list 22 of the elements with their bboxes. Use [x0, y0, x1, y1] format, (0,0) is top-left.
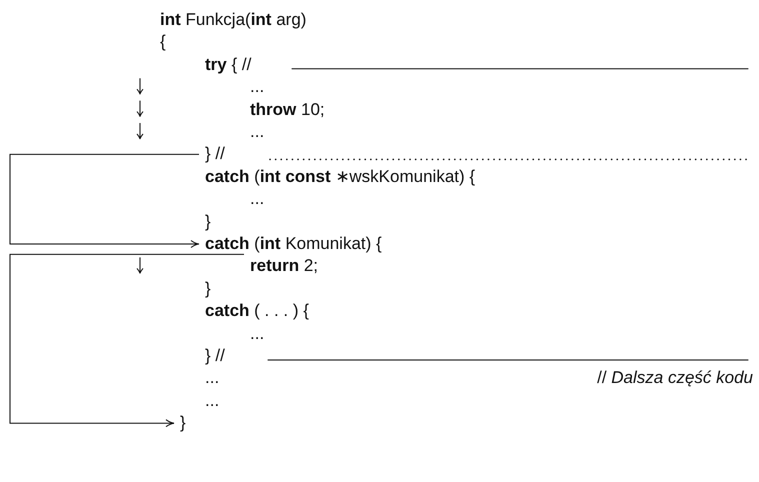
code-line: } //: [205, 345, 225, 367]
code-line: {: [160, 31, 166, 54]
code-line: ...: [250, 121, 264, 143]
code-line: try { //: [205, 54, 252, 76]
flow-connector: [10, 254, 244, 428]
code-line: } //: [205, 142, 225, 166]
code-line: // Dalsza część kodu: [597, 367, 753, 390]
code-line: catch (int const ∗wskKomunikat) {: [205, 166, 476, 188]
code-line: catch (int Komunikat) {: [205, 232, 382, 256]
code-line: ...: [205, 390, 220, 412]
code-line: }: [180, 411, 186, 436]
code-line: ...: [250, 322, 264, 345]
code-line: catch ( . . . ) {: [205, 300, 309, 322]
code-line: }: [205, 210, 211, 233]
code-line: }: [205, 278, 211, 300]
code-line: ...: [250, 188, 264, 210]
code-line: throw 10;: [250, 98, 325, 121]
code-line: ...: [205, 367, 220, 390]
flow-connector: [10, 154, 200, 248]
code-line: int Funkcja(int arg): [160, 9, 306, 31]
code-line: ...: [250, 76, 264, 98]
code-line: return 2;: [250, 254, 318, 278]
